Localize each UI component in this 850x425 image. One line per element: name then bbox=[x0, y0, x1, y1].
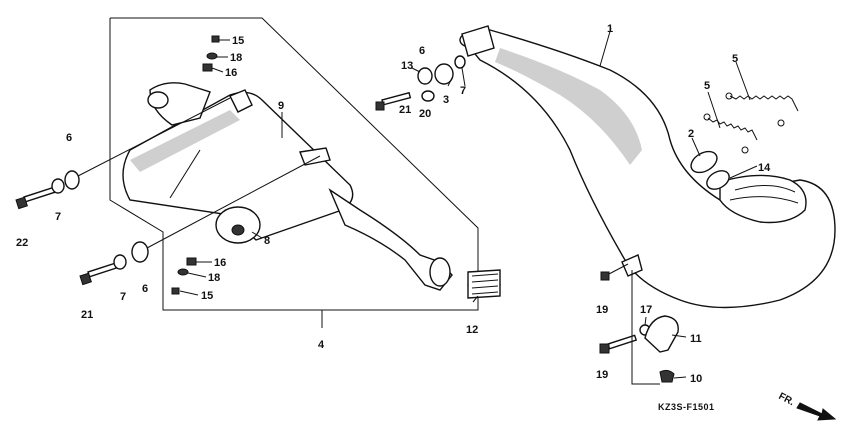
diagram-code: KZ3S-F1501 bbox=[658, 402, 715, 412]
leader-lines bbox=[179, 27, 758, 379]
callout-14: 14 bbox=[758, 162, 771, 174]
callout-9: 9 bbox=[278, 100, 284, 112]
callout-2: 2 bbox=[688, 128, 694, 140]
callout-5-lower: 5 bbox=[704, 80, 710, 92]
callout-16-lower: 16 bbox=[214, 257, 226, 269]
callout-11: 11 bbox=[690, 333, 702, 345]
callout-5-upper: 5 bbox=[732, 53, 738, 65]
callout-6-left: 6 bbox=[66, 132, 72, 144]
arrow-icon bbox=[796, 402, 837, 421]
callout-6-top: 6 bbox=[419, 45, 425, 57]
callout-22: 22 bbox=[16, 237, 28, 249]
callout-18-lower: 18 bbox=[208, 272, 220, 284]
muffler bbox=[122, 82, 453, 291]
callout-20: 20 bbox=[419, 108, 431, 120]
joint-rubber bbox=[467, 269, 501, 299]
callout-21-lower: 21 bbox=[81, 309, 93, 321]
front-label: FR. bbox=[777, 391, 797, 408]
callout-13: 13 bbox=[401, 60, 413, 72]
front-direction-arrow: FR. bbox=[777, 391, 837, 421]
callout-7-left: 7 bbox=[55, 211, 61, 223]
callout-19-lower: 19 bbox=[596, 369, 608, 381]
muffler-assembly-outline bbox=[109, 17, 479, 328]
callout-8: 8 bbox=[264, 235, 270, 247]
callout-15-lower: 15 bbox=[201, 290, 213, 302]
callout-18-top: 18 bbox=[230, 52, 242, 64]
callout-21-top: 21 bbox=[399, 104, 411, 116]
callout-19-upper: 19 bbox=[596, 304, 608, 316]
callout-6-lower: 6 bbox=[142, 283, 148, 295]
callout-1: 1 bbox=[607, 23, 613, 35]
callout-17: 17 bbox=[640, 304, 652, 316]
callout-15-top: 15 bbox=[232, 35, 244, 47]
expansion-chamber bbox=[459, 25, 836, 309]
callout-4: 4 bbox=[318, 339, 325, 351]
callout-3: 3 bbox=[443, 94, 449, 106]
callout-7-lower: 7 bbox=[120, 291, 126, 303]
callout-12: 12 bbox=[466, 324, 478, 336]
hardware bbox=[15, 35, 679, 385]
callout-10: 10 bbox=[690, 373, 702, 385]
callout-7-top: 7 bbox=[460, 85, 466, 97]
callout-16-top: 16 bbox=[225, 67, 237, 79]
callout-numbers: 1 2 3 4 5 5 6 6 6 7 7 7 8 9 10 11 12 13 … bbox=[16, 23, 771, 385]
